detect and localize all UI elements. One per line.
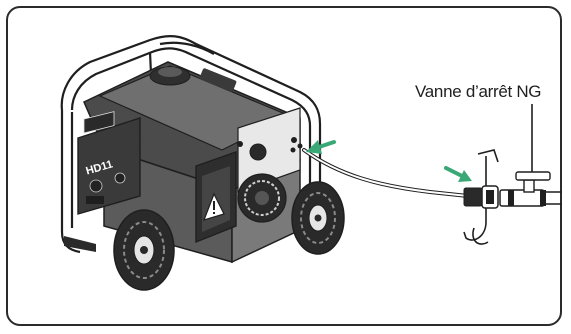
control-panel: HD11 (78, 112, 140, 214)
front-panel (196, 152, 236, 242)
recoil-starter (238, 174, 286, 222)
wheel-right (292, 182, 344, 254)
generator-feet (64, 236, 96, 252)
quick-coupler (464, 186, 498, 208)
arrow-right-icon (446, 168, 472, 182)
ng-shutoff-valve (500, 172, 562, 206)
wheel-left (114, 210, 174, 290)
ng-shutoff-valve-label: Vanne d’arrêt NG (415, 82, 541, 102)
